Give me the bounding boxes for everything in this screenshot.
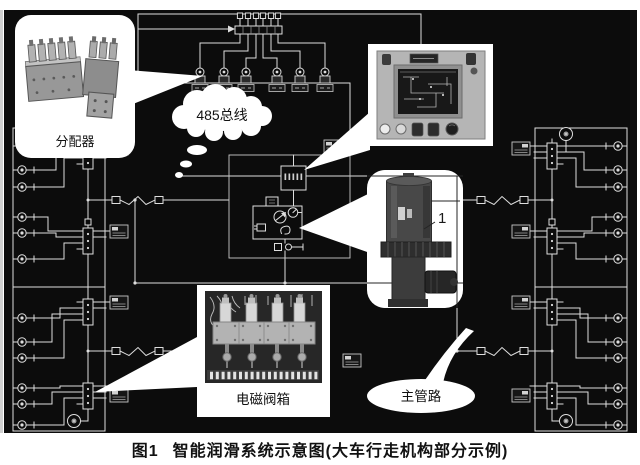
scan-edge-strip bbox=[0, 10, 3, 433]
main-pipeline-callout-bubble bbox=[367, 379, 475, 413]
pump-photo bbox=[380, 173, 458, 307]
pump-marker-label: 1 bbox=[438, 210, 446, 227]
pump-callout: 1 bbox=[299, 170, 463, 308]
plug-symbol bbox=[256, 223, 266, 232]
main-pipeline-callout-tail bbox=[423, 328, 474, 383]
cloud-shape bbox=[172, 84, 272, 178]
valve-box-callout-tail bbox=[95, 337, 197, 392]
pump-station-enclosure bbox=[228, 154, 351, 259]
control-panel-photo bbox=[376, 50, 486, 140]
control-panel-callout-tail bbox=[304, 112, 370, 170]
schematic-canvas: 分配器 485总线 bbox=[4, 10, 637, 433]
distributor-photo bbox=[24, 36, 120, 119]
valve-box-photo bbox=[205, 291, 322, 383]
right-side-circuit bbox=[477, 128, 627, 432]
figure-caption-number: 图1 bbox=[131, 443, 159, 460]
valve-box-callout: 电磁阀箱 bbox=[95, 285, 330, 417]
distributor-callout: 分配器 bbox=[15, 15, 203, 158]
distributor-callout-tail bbox=[128, 70, 203, 106]
bus-cloud-callout: 485总线 bbox=[172, 84, 272, 178]
lubrication-schematic: 分配器 485总线 bbox=[4, 12, 637, 433]
figure-caption-title: 智能润滑系统示意图(大车行走机构部分示例) bbox=[172, 443, 509, 460]
bus-arrowhead bbox=[228, 25, 235, 33]
distributor-label: 分配器 bbox=[55, 134, 94, 149]
control-panel-callout bbox=[304, 44, 493, 170]
main-pipeline-label: 主管路 bbox=[401, 389, 442, 404]
pump-pointer-lines bbox=[423, 200, 460, 230]
monitor-symbol bbox=[265, 196, 279, 207]
top-manifold bbox=[234, 25, 283, 35]
figure-caption: 图1 智能润滑系统示意图(大车行走机构部分示例) bbox=[0, 433, 640, 465]
bus-label: 485总线 bbox=[196, 107, 247, 123]
pump-callout-tail bbox=[299, 193, 370, 253]
main-pipeline-callout: 主管路 bbox=[367, 328, 475, 413]
valve-box-label: 电磁阀箱 bbox=[236, 392, 290, 407]
